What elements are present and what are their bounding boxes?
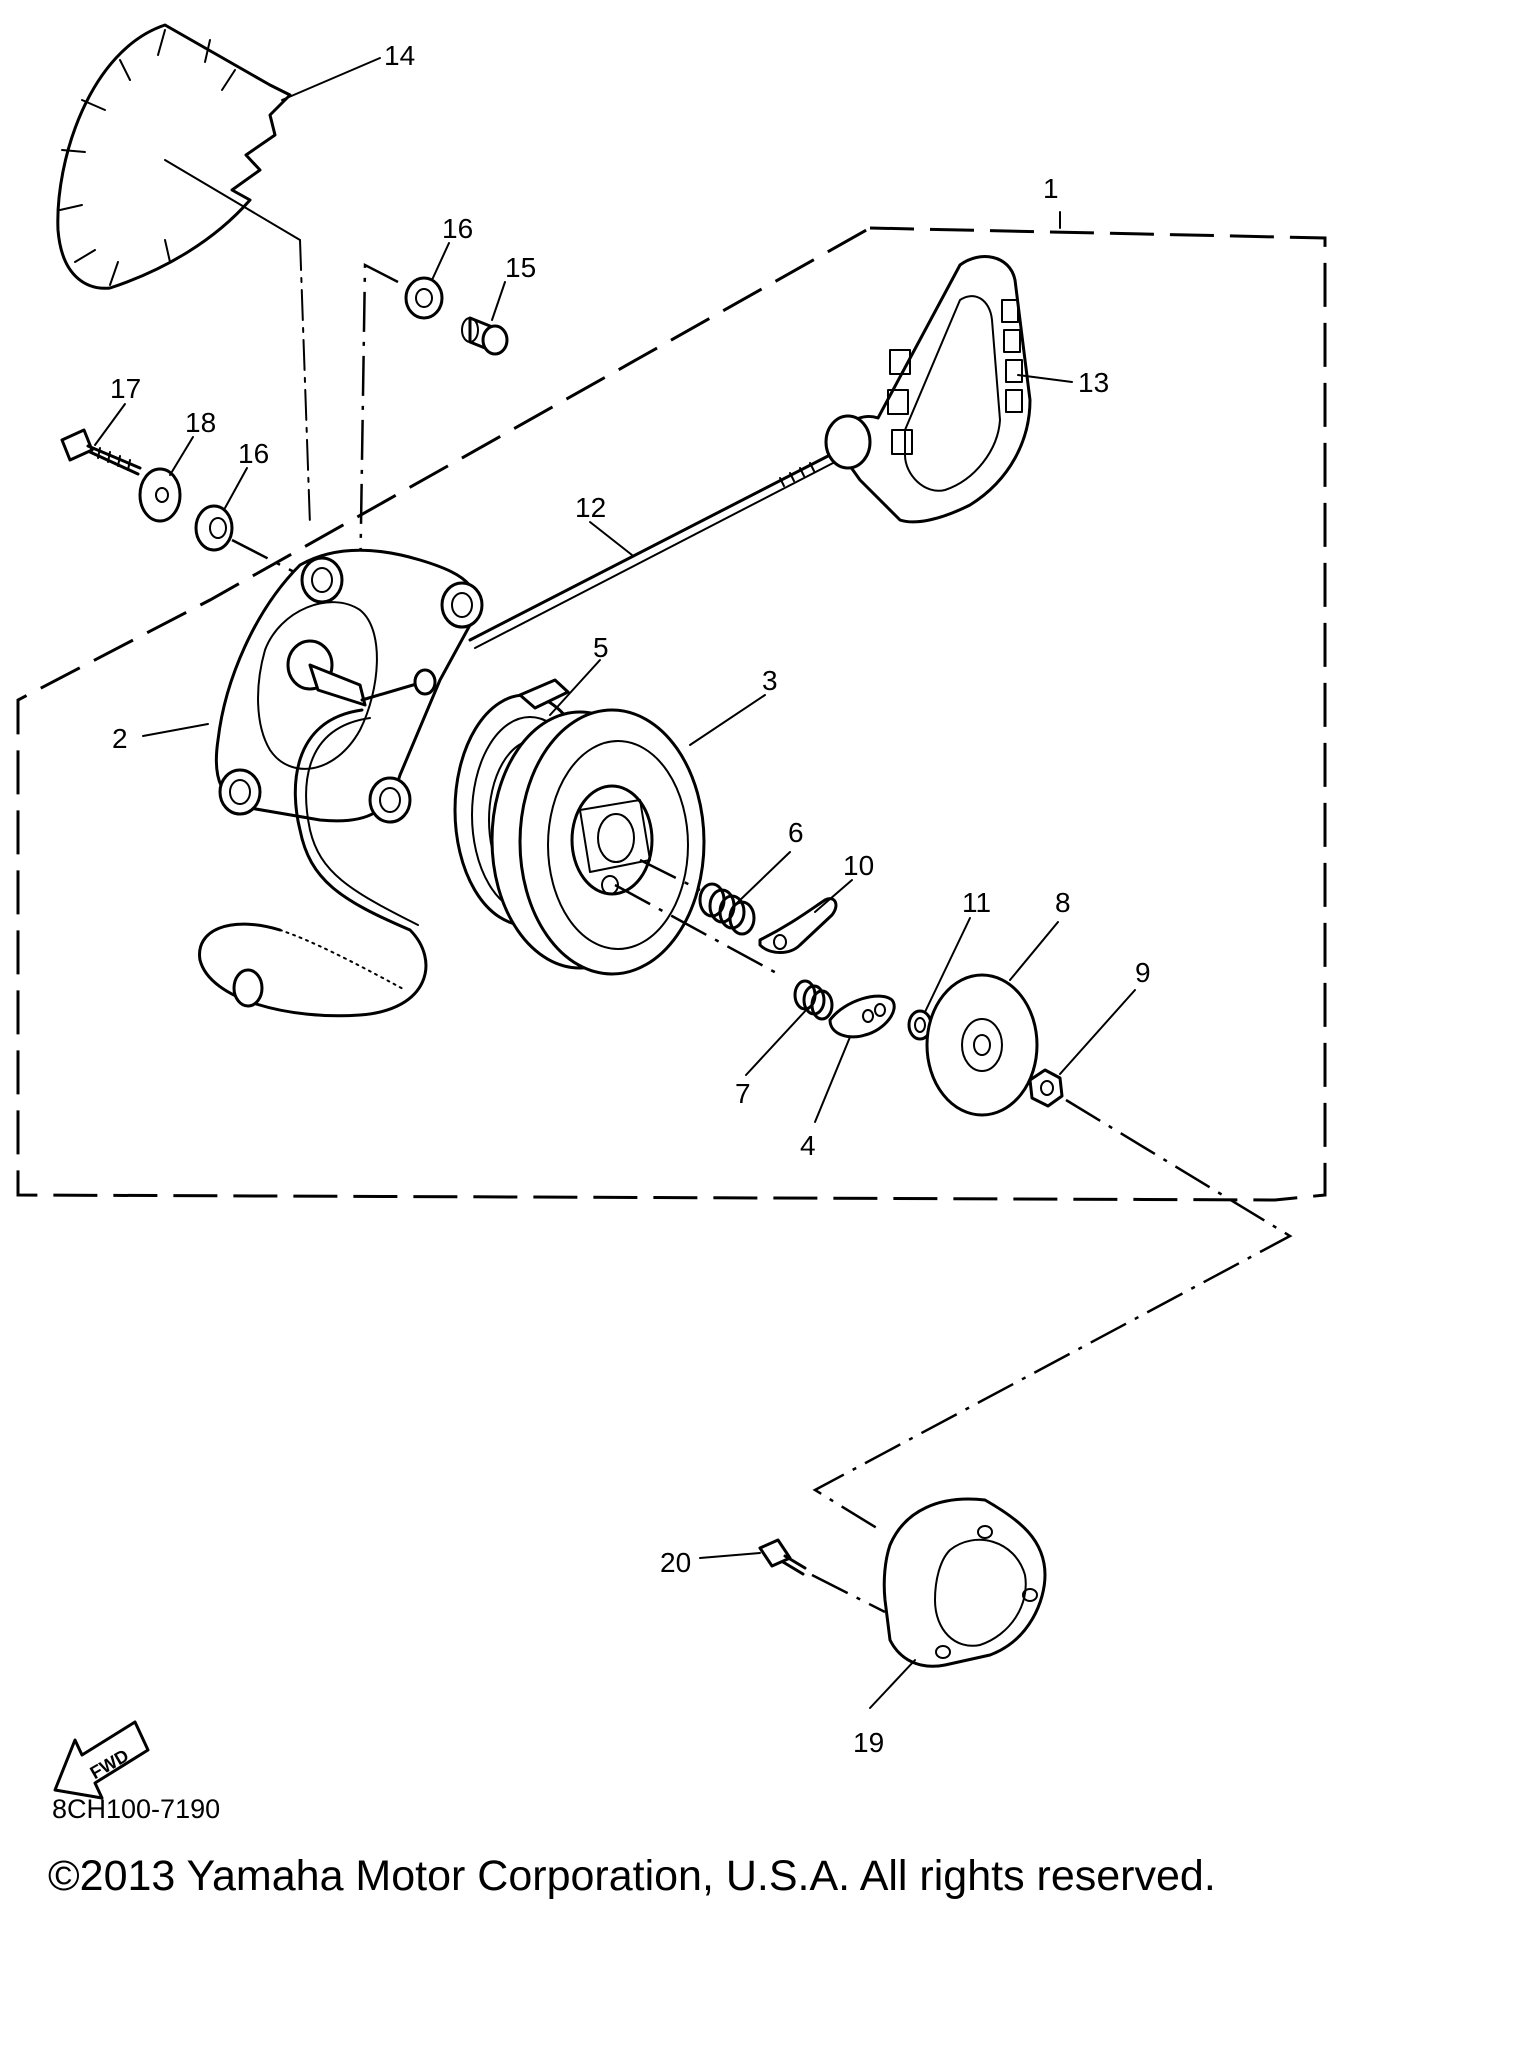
part-2-starter-case: [214, 548, 484, 824]
callout-8: 8: [1055, 887, 1071, 918]
part-14-decal: [56, 23, 311, 526]
callout-5: 5: [593, 632, 609, 663]
leader-lines: [94, 57, 1136, 1709]
part-11-washer: [907, 1009, 933, 1041]
callout-18: 18: [185, 407, 216, 438]
diagram-code: 8CH100-7190: [52, 1794, 221, 1824]
assembly-boundary: [16, 226, 1327, 1202]
callout-11: 11: [962, 887, 991, 918]
part-7-spring: [793, 979, 834, 1021]
part-13-handle: [824, 255, 1032, 524]
part-10-pawl: [758, 897, 838, 954]
fwd-arrow: FWD: [53, 1720, 150, 1800]
part-9-nut: [1028, 1068, 1064, 1108]
part-19-hub: [882, 1497, 1047, 1668]
part-15-bushing: [461, 316, 509, 356]
callout-9: 9: [1135, 957, 1151, 988]
copyright-notice: ©2013 Yamaha Motor Corporation, U.S.A. A…: [48, 1852, 1216, 1900]
part-16-collar-lower: [194, 504, 234, 552]
callout-10: 10: [843, 850, 874, 881]
callout-7: 7: [735, 1078, 751, 1109]
callout-17: 17: [110, 373, 141, 404]
callout-16-upper: 16: [442, 213, 473, 244]
part-20-bolt: [758, 1538, 807, 1576]
callout-20: 20: [660, 1547, 691, 1578]
callout-16-lower: 16: [238, 438, 269, 469]
callout-19: 19: [853, 1727, 884, 1758]
callout-13: 13: [1078, 367, 1109, 398]
part-3-pulley: [490, 708, 706, 976]
callout-2: 2: [112, 723, 128, 754]
callout-4: 4: [800, 1130, 816, 1161]
callout-1: 1: [1043, 173, 1059, 204]
callout-3: 3: [762, 665, 778, 696]
part-4-pawl-plate: [828, 994, 896, 1039]
callout-6: 6: [788, 817, 804, 848]
part-16-collar-upper: [404, 276, 444, 320]
part-6-spring: [698, 882, 756, 936]
callout-15: 15: [505, 252, 536, 283]
part-12-rope: [468, 453, 832, 642]
callout-14: 14: [384, 40, 415, 71]
part-8-friction-plate: [925, 973, 1039, 1117]
part-17-bolt: [60, 428, 142, 476]
callout-12: 12: [575, 492, 606, 523]
rope-loop: [198, 708, 428, 1018]
part-18-washer: [138, 467, 182, 523]
